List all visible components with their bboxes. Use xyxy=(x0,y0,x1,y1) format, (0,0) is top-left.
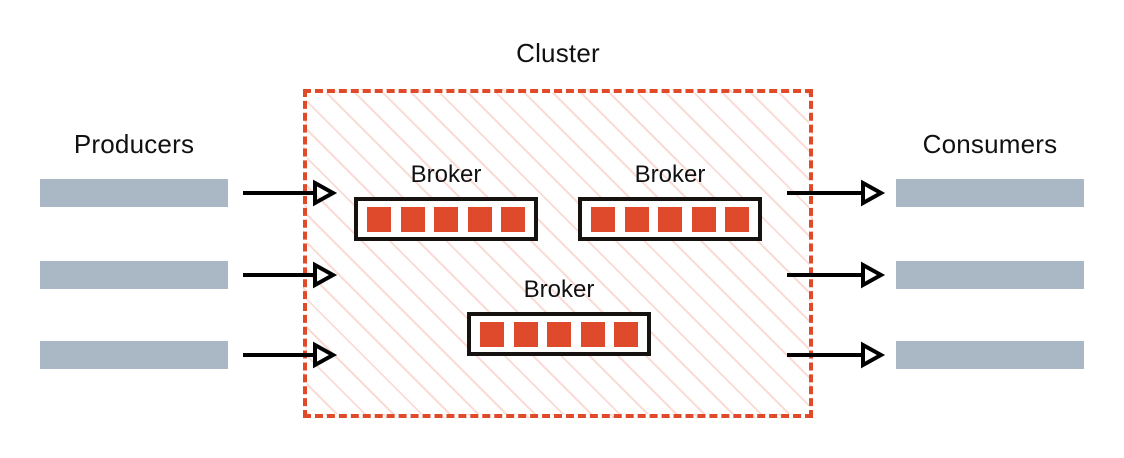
broker-2-label: Broker xyxy=(634,161,706,188)
partition xyxy=(480,321,504,347)
partition xyxy=(614,321,638,347)
partition xyxy=(691,206,716,232)
consumer-bar-1[interactable] xyxy=(896,179,1084,207)
consumers-heading: Consumers xyxy=(922,129,1058,159)
producers-heading: Producers xyxy=(73,129,195,159)
arrow-producer-1-to-cluster xyxy=(243,179,338,207)
partition xyxy=(513,321,538,347)
partition xyxy=(658,206,682,232)
broker-2[interactable] xyxy=(578,197,762,241)
producer-bar-2[interactable] xyxy=(40,261,228,289)
producer-bar-1[interactable] xyxy=(40,179,228,207)
partition xyxy=(467,206,492,232)
cluster-boundary xyxy=(303,89,813,418)
arrow-cluster-to-consumer-2 xyxy=(787,261,886,289)
producer-bar-3[interactable] xyxy=(40,341,228,369)
broker-1-label: Broker xyxy=(410,161,482,188)
partition xyxy=(547,321,571,347)
broker-3[interactable] xyxy=(467,312,651,356)
partition xyxy=(434,206,458,232)
consumer-bar-3[interactable] xyxy=(896,341,1084,369)
arrow-producer-2-to-cluster xyxy=(243,261,338,289)
arrow-producer-3-to-cluster xyxy=(243,341,338,369)
arrow-cluster-to-consumer-3 xyxy=(787,341,886,369)
broker-1[interactable] xyxy=(354,197,538,241)
partition xyxy=(725,206,749,232)
partition xyxy=(591,206,615,232)
partition xyxy=(580,321,605,347)
cluster-title: Cluster xyxy=(516,38,600,68)
partition xyxy=(624,206,649,232)
consumer-bar-2[interactable] xyxy=(896,261,1084,289)
partition xyxy=(400,206,425,232)
partition xyxy=(501,206,525,232)
broker-3-label: Broker xyxy=(523,276,595,303)
arrow-cluster-to-consumer-1 xyxy=(787,179,886,207)
partition xyxy=(367,206,391,232)
